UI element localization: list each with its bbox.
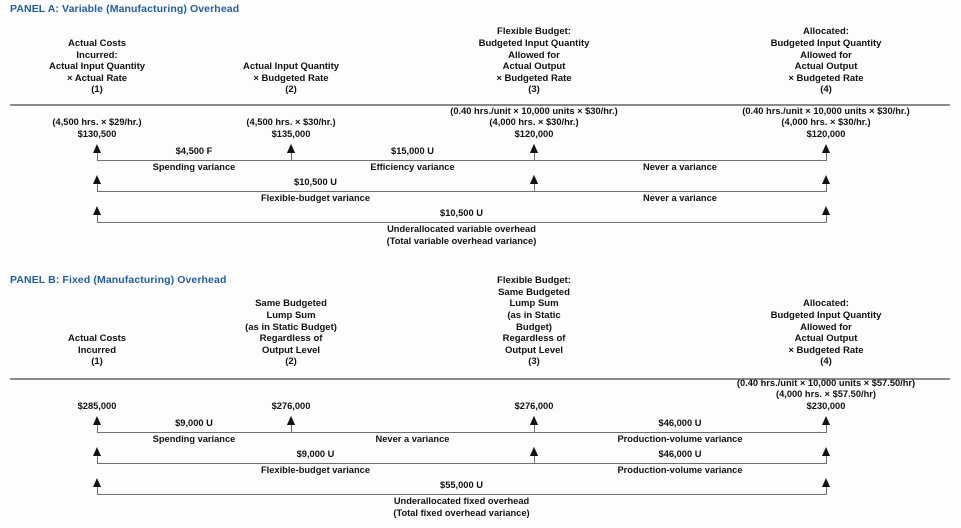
panel-b-variance-name-r1-b1: Spending variance [152,434,236,444]
panel-b-up-arrow-icon-r3-b1-left [93,478,102,495]
panel-b-up-arrow-icon-r3-b1-right [822,478,831,495]
panel-b-bracket-line-r1-b3 [534,432,826,433]
panel-b-divider-rule [10,378,950,380]
panel-b-variance-name-r1-b2: Never a variance [375,434,450,444]
panel-a-up-arrow-icon-r3-b1-right [822,206,831,223]
panel-b-amount-1: $285,000 [77,400,117,411]
panel-b-title: PANEL B: Fixed (Manufacturing) Overhead [10,274,227,286]
panel-b-up-arrow-icon-r1-b3-right [822,416,831,433]
panel-a-up-arrow-icon-r1-b3-left [530,144,539,161]
panel-a-variance-amount-r3-b1: $10,500 U [440,208,483,218]
panel-a-bracket-line-r3-b1 [97,222,826,223]
panel-b-amount-3: $276,000 [514,400,554,411]
panel-b-bracket-line-r1-b1 [97,432,291,433]
panel-a-amount-3: (0.40 hrs./unit × 10,000 units × $30/hr.… [450,105,618,139]
panel-b-up-arrow-icon-r1-b3-left [530,416,539,433]
panel-a-up-arrow-icon-r1-b3-right [822,144,831,161]
panel-a-amount-1: (4,500 hrs. × $29/hr.)$130,500 [52,117,142,139]
panel-a-variance-amount-r1-b2: $15,000 U [391,146,434,156]
panel-b-variance-name-r2-b2: Production-volume variance [617,465,743,475]
panel-a-up-arrow-icon-r1-b2-left [287,144,296,161]
panel-a-variance-amount-r2-b1: $10,500 U [294,177,337,187]
panel-a-divider-rule [10,104,950,106]
panel-b-variance-amount-r2-b2: $46,000 U [658,449,702,459]
panel-a-bracket-line-r1-b2 [291,160,534,161]
panel-b-amount-4: (0.40 hrs./unit × 10,000 units × $57.50/… [736,377,916,411]
panel-a-up-arrow-icon-r2-b1-left [93,175,102,192]
panel-a-up-arrow-icon-r3-b1-left [93,206,102,223]
panel-a-variance-name-r2-b1: Flexible-budget variance [260,193,370,203]
panel-b-up-arrow-icon-r2-b1-left [93,447,102,464]
panel-a-bracket-line-r1-b1 [97,160,291,161]
panel-b-bracket-line-r2-b1 [97,463,534,464]
panel-a-amount-4: (0.40 hrs./unit × 10,000 units × $30/hr.… [742,105,910,139]
panel-b-up-arrow-icon-r2-b2-left [530,447,539,464]
panel-b-up-arrow-icon-r1-b2-left [287,416,296,433]
panel-a-bracket-line-r2-b1 [97,191,534,192]
panel-a-column-heading-2: Actual Input Quantity× Budgeted Rate(2) [242,61,340,96]
panel-b-bracket-line-r2-b2 [534,463,826,464]
panel-a-up-arrow-icon-r2-b2-right [822,175,831,192]
panel-a-variance-amount-r1-b1: $4,500 F [175,146,213,156]
panel-b-variance-amount-r1-b1: $9,000 U [175,418,213,428]
panel-a-bracket-line-r1-b3 [534,160,826,161]
panel-b-variance-name-r2-b1: Flexible-budget variance [260,465,370,475]
panel-a-variance-name-r1-b3: Never a variance [643,162,717,172]
panel-b-amount-2: $276,000 [271,400,311,411]
panel-a-up-arrow-icon-r1-b1-left [93,144,102,161]
panel-a-variance-name-r1-b1: Spending variance [152,162,236,172]
panel-b-variance-name-r3-b1: Underallocated fixed overhead(Total fixe… [393,496,530,518]
panel-a-variance-name-r3-b1: Underallocated variable overhead(Total v… [386,224,537,246]
panel-b-variance-name-r1-b3: Production-volume variance [617,434,743,444]
panel-b-up-arrow-icon-r1-b1-left [93,416,102,433]
panel-a-title: PANEL A: Variable (Manufacturing) Overhe… [10,3,240,15]
panel-a-up-arrow-icon-r2-b2-left [530,175,539,192]
panel-b-variance-amount-r2-b1: $9,000 U [296,449,335,459]
panel-b-up-arrow-icon-r2-b2-right [822,447,831,464]
panel-a-bracket-line-r2-b2 [534,191,826,192]
panel-b-bracket-line-r1-b2 [291,432,534,433]
panel-b-bracket-line-r3-b1 [97,494,826,495]
panel-b-variance-amount-r1-b3: $46,000 U [658,418,702,428]
panel-b-variance-amount-r3-b1: $55,000 U [440,480,483,490]
panel-a-variance-name-r1-b2: Efficiency variance [370,162,455,172]
panel-a-variance-name-r2-b2: Never a variance [643,193,717,203]
panel-a-amount-2: (4,500 hrs. × $30/hr.)$135,000 [246,117,336,139]
